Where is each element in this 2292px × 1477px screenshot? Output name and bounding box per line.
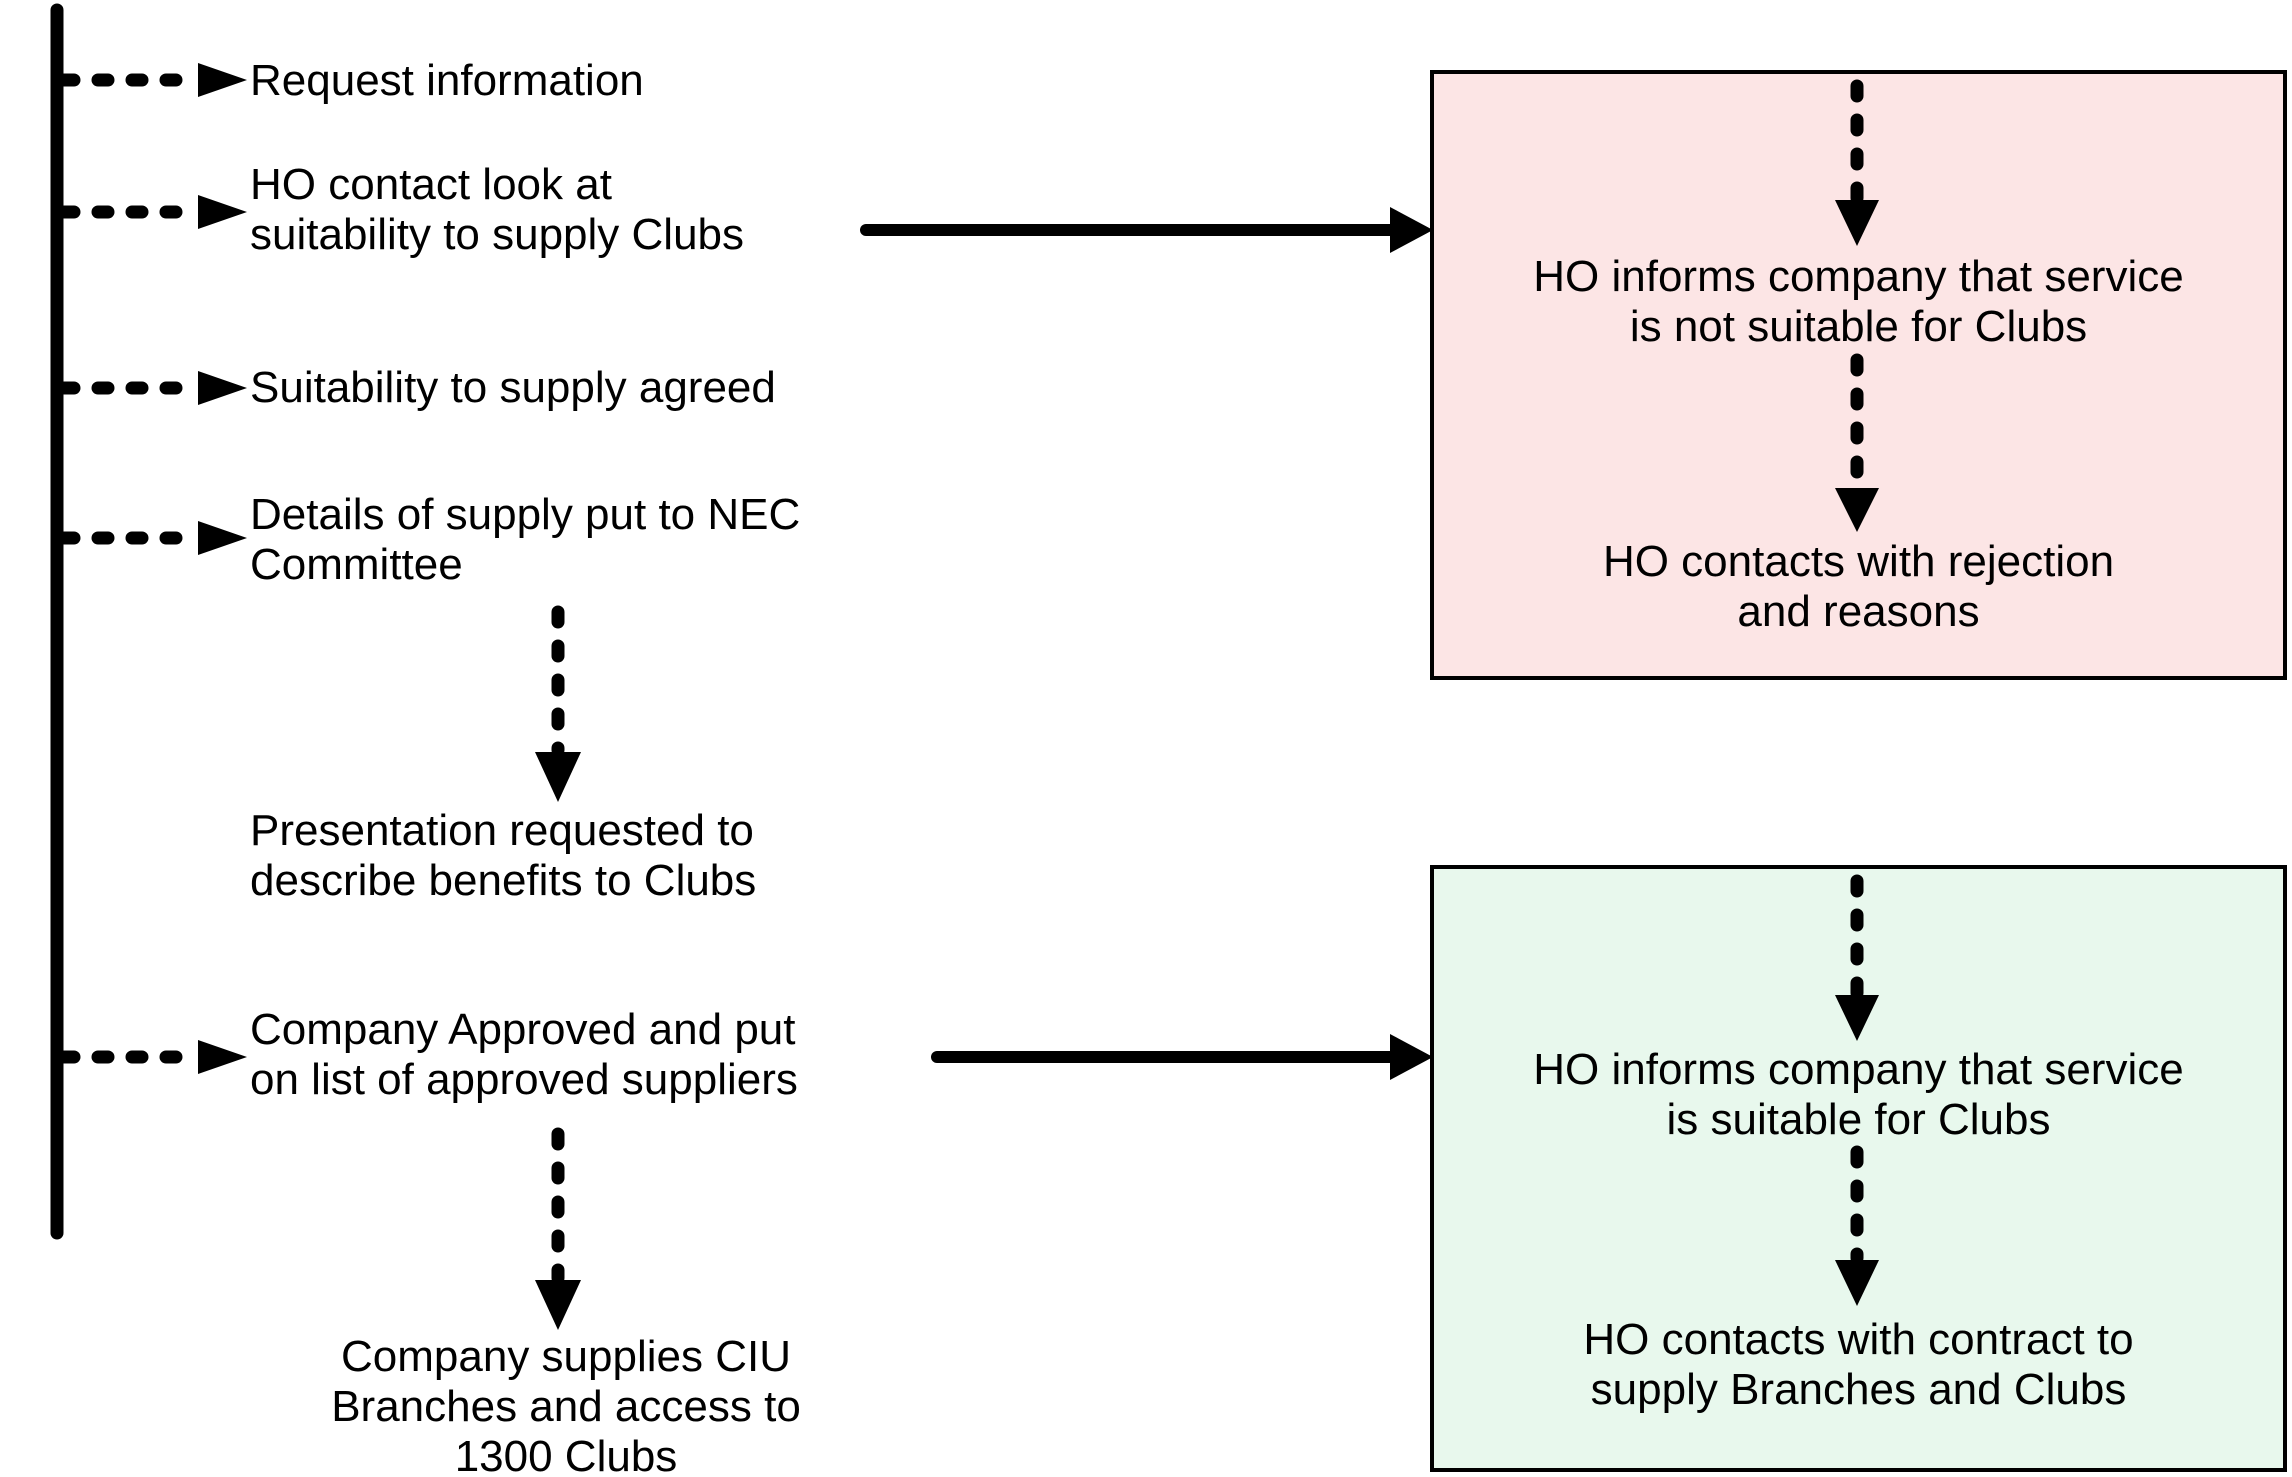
step-suitability-agreed: Suitability to supply agreed [250, 363, 776, 412]
step-details-to-nec: Details of supply put to NEC Committee [250, 490, 801, 589]
dashed-arrow-down-icon [1835, 874, 1879, 1041]
solid-arrow-to-rejection-box [860, 207, 1433, 253]
approval-box [1430, 865, 2287, 1472]
step-presentation-requested: Presentation requested to describe benef… [250, 806, 757, 905]
step-ho-contact-suitability: HO contact look at suitability to supply… [250, 160, 745, 259]
dashed-arrow-down-icon [1835, 1145, 1879, 1306]
step-company-supplies: Company supplies CIU Branches and access… [331, 1332, 801, 1477]
step-company-approved: Company Approved and put on list of appr… [250, 1005, 798, 1104]
approval-box-step-contract: HO contacts with contract to supply Bran… [1583, 1315, 2134, 1414]
approval-box-step-suitable: HO informs company that service is suita… [1533, 1045, 2184, 1144]
rejection-box-step-not-suitable: HO informs company that service is not s… [1533, 252, 2184, 351]
dashed-arrow-right-icon [57, 63, 247, 97]
dashed-arrow-right-icon [57, 195, 247, 229]
dashed-arrow-right-icon [57, 521, 247, 555]
dashed-arrow-down-icon [535, 1127, 581, 1330]
dashed-arrow-down-icon [1835, 79, 1879, 246]
dashed-arrow-right-icon [57, 371, 247, 405]
step-request-information: Request information [250, 56, 644, 105]
rejection-box-step-rejection-reasons: HO contacts with rejection and reasons [1602, 537, 2115, 636]
dashed-arrow-down-icon [535, 605, 581, 802]
solid-arrow-to-approval-box [931, 1034, 1433, 1080]
dashed-arrow-down-icon [1835, 353, 1879, 532]
dashed-arrow-right-icon [57, 1040, 247, 1074]
